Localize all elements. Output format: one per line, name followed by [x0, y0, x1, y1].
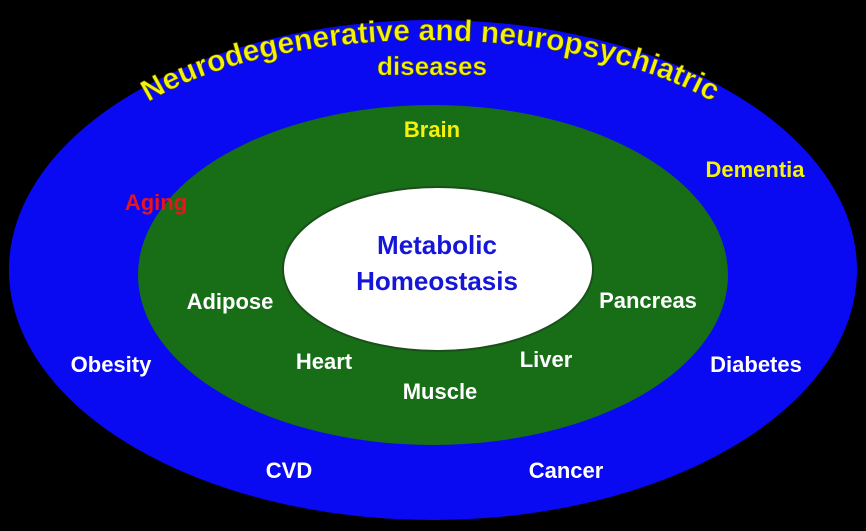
center-ellipse — [282, 186, 594, 352]
condition-diabetes: Diabetes — [710, 352, 802, 377]
condition-cancer: Cancer — [529, 458, 604, 483]
outer-title-line2: diseases — [377, 51, 487, 81]
condition-obesity: Obesity — [71, 352, 152, 377]
condition-cvd: CVD — [266, 458, 312, 483]
condition-aging: Aging — [125, 190, 187, 215]
organ-muscle: Muscle — [403, 379, 478, 404]
organ-liver: Liver — [520, 347, 573, 372]
center-line1: Metabolic — [377, 230, 497, 260]
organ-heart: Heart — [296, 349, 353, 374]
organ-pancreas: Pancreas — [599, 288, 697, 313]
condition-dementia: Dementia — [705, 157, 805, 182]
organ-adipose: Adipose — [187, 289, 274, 314]
center-line2: Homeostasis — [356, 266, 518, 296]
organ-brain: Brain — [404, 117, 460, 142]
